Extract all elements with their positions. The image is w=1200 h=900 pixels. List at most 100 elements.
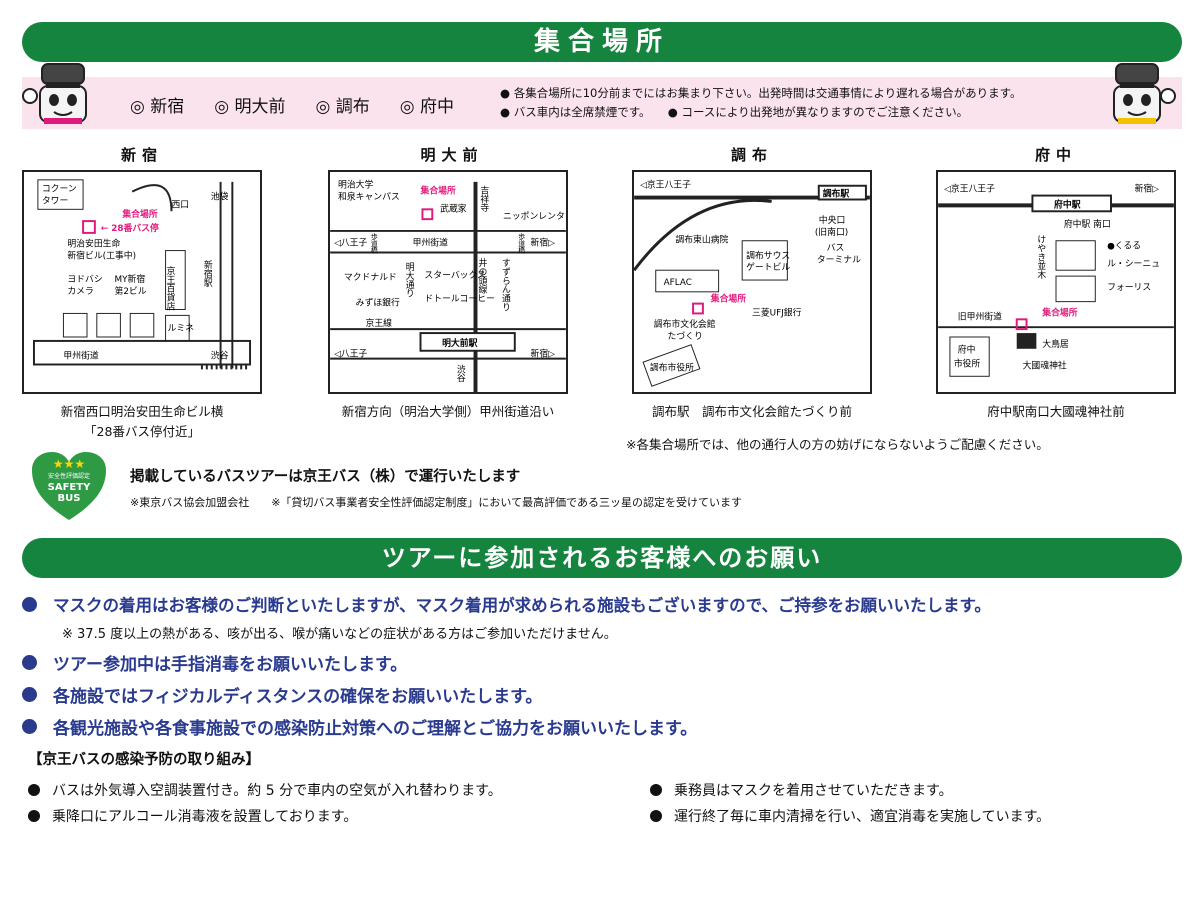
label-central1: 中央口 [819, 214, 846, 226]
bullet-icon [650, 810, 662, 822]
info-bar [22, 77, 1182, 129]
location-shinjuku: ◎ 新宿 [130, 97, 185, 117]
keio-measure-text-1: バスは外気導入空調装置付き。約 5 分で車内の空気が入れ替わります。 [52, 783, 502, 799]
keio-measure-2: 乗務員はマスクを着用させていただきます。 [650, 780, 953, 800]
label-univ1: 明治大学 [338, 179, 373, 191]
request-text-1: マスクの着用はお客様のご判断といたしますが、マスク着用が求められる施設もございま… [53, 596, 991, 615]
bullet-icon [22, 719, 37, 734]
label-musashiya: 武蔵家 [440, 202, 467, 214]
bullet-icon [28, 810, 40, 822]
label-cinema: ル・シーニュ [1107, 259, 1160, 269]
label-nippon: ニッポンレンタカー [503, 211, 566, 222]
top-note-2: ● バス車内は全席禁煙です。 ● コースにより出発地が異なりますのでご注意くださ… [500, 105, 969, 119]
bus-note-2: ※「貸切バス事業者安全性評価認定制度」において最高評価である三ッ星の認定を受けて… [271, 496, 742, 509]
bus-note-1: ※東京バス協会加盟会社 [130, 496, 250, 509]
label-my2: 第2ビル [115, 285, 147, 297]
label-nishiguchi: 西口 [171, 199, 189, 210]
label-koshu: 甲州街道 [413, 237, 448, 249]
map-title-shinjuku: 新宿 [120, 146, 163, 164]
label-shinjuku: 新宿▷ [1135, 183, 1160, 195]
keio-measures-title: 【京王バスの感染予防の取り組み】 [28, 752, 260, 768]
caption-shinjuku: 新宿西口明治安田生命ビル横 「28番バス停付近」 [12, 402, 272, 442]
label-hachioji2: ◁八王子 [334, 349, 367, 360]
map-title-fuchu: 府中 [1034, 146, 1077, 164]
label-suzuran: すずらん通り [500, 258, 510, 311]
request-sub-note: ※ 37.5 度以上の熱がある、咳が出る、喉が痛いなどの症状がある方はご参加いた… [62, 627, 617, 642]
top-notes: ● 各集合場所に10分前までにはお集まり下さい。出発時間は交通事情により遅れる場… [500, 84, 1021, 122]
svg-text:SAFETY: SAFETY [48, 482, 91, 493]
caption-shinjuku-line1: 新宿西口明治安田生命ビル横 [60, 404, 224, 419]
label-hospital: 調布東山病院 [675, 234, 728, 246]
keio-measure-text-2: 乗務員はマスクを着用させていただきます。 [674, 783, 953, 799]
top-note-1: ● 各集合場所に10分前までにはお集まり下さい。出発時間は交通事情により遅れる場… [500, 86, 1022, 100]
label-starbucks: スターバックス [424, 270, 485, 281]
label-my1: MY新宿 [115, 273, 146, 285]
bullet-icon [22, 596, 37, 612]
label-doutor: ドトールコーヒー [424, 294, 494, 305]
label-keio-line: 京王線 [366, 317, 393, 329]
request-text-3: 各施設ではフィジカルディスタンスの確保をお願いいたします。 [53, 687, 543, 707]
label-station: 府中駅 [1054, 198, 1081, 210]
safety-bus-badge-icon: ★★★ 安全性評価認定 SAFETY BUS [32, 452, 106, 520]
caption-shinjuku-line2: 「28番バス停付近」 [84, 424, 200, 439]
label-busstop: ← 28番バス停 [101, 222, 159, 234]
label-shibuya: 渋谷 [455, 363, 465, 383]
label-meeting: 集合場所 [710, 293, 746, 305]
map-chofu: ◁京王八王子 調布駅 調布東山病院 中央口 (旧南口) バス ターミナル 調布サ… [632, 170, 872, 394]
label-bunka2: たづくり [668, 331, 703, 342]
label-torii: 大鳥居 [1042, 338, 1069, 350]
label-keio-dept: 京王百貨店 [165, 265, 175, 311]
label-tower: タワー [42, 195, 69, 206]
svg-text:★★★: ★★★ [53, 457, 85, 471]
bus-operator-text: 掲載しているバスツアーは京王バス（株）で運行いたします [130, 469, 521, 485]
label-shrine: 大國魂神社 [1023, 359, 1067, 371]
label-ufj: 三菱UFJ銀行 [752, 306, 802, 318]
caption-fuchu: 府中駅南口大國魂神社前 [987, 404, 1125, 419]
label-central2: (旧南口) [815, 226, 848, 238]
request-text-2: ツアー参加中は手指消毒をお願いいたします。 [53, 655, 408, 675]
label-station: 調布駅 [823, 188, 850, 200]
label-terminal1: バス [827, 243, 845, 254]
label-bunka1: 調布市文化会館 [654, 318, 716, 330]
label-meeting: 集合場所 [1041, 306, 1077, 318]
label-yodo1: ヨドバシ [67, 274, 102, 285]
location-chofu: ◎ 調布 [315, 97, 370, 117]
label-kururu: ●くるる [1107, 241, 1141, 252]
label-shibuya: 渋谷 [211, 350, 229, 362]
passerby-note: ※各集合場所では、他の通行人の方の妨げにならないようご配慮ください。 [626, 437, 1049, 452]
label-lumine: ルミネ [168, 323, 195, 334]
label-south2: ゲートビル [746, 261, 790, 273]
map-title-meidaimae: 明大前 [420, 146, 484, 164]
label-meidai-dori: 明大通り [404, 262, 414, 298]
label-hachioji: ◁京王八王子 [944, 183, 995, 195]
location-list: ◎ 新宿 ◎ 明大前 ◎ 調布 ◎ 府中 [130, 92, 454, 117]
request-item-3: 各施設ではフィジカルディスタンスの確保をお願いいたします。 [22, 682, 542, 707]
request-text-4: 各観光施設や各食事施設での感染防止対策へのご理解とご協力をお願いいたします。 [53, 719, 698, 739]
request-item-1: マスクの着用はお客様のご判断といたしますが、マスク着用が求められる施設もございま… [22, 592, 991, 616]
map-meidaimae: 明治大学 和泉キャンパス 集合場所 吉祥寺 武蔵家 ニッポンレンタカー ◁八王子… [328, 170, 568, 394]
label-kichijoji: 吉祥寺 [478, 186, 488, 213]
label-terminal2: ターミナル [817, 254, 861, 265]
caption-chofu: 調布駅 調布市文化会館たづくり前 [651, 404, 852, 419]
requests-banner: ツアーに参加されるお客様へのお願い [22, 538, 1182, 578]
map-title-chofu: 調布 [730, 146, 773, 164]
label-koshu: 甲州街道 [63, 350, 98, 362]
label-meiji2: 新宿ビル(工事中) [67, 249, 136, 261]
label-meiji1: 明治安田生命 [67, 238, 120, 250]
mascot-left-icon [22, 63, 87, 124]
label-shinjuku: 新宿▷ [531, 237, 556, 249]
label-univ2: 和泉キャンパス [338, 191, 400, 203]
label-station: 明大前駅 [442, 337, 477, 349]
label-hodo1: 歩道橋 [369, 232, 377, 255]
label-mcd: マクドナルド [344, 272, 397, 283]
label-aflac: AFLAC [664, 278, 692, 288]
label-city1: 府中 [958, 344, 976, 356]
bullet-icon [28, 784, 40, 796]
label-meeting: 集合場所 [420, 185, 456, 197]
label-city2: 市役所 [954, 357, 981, 369]
bullet-icon [22, 687, 37, 702]
keio-measure-text-3: 乗降口にアルコール消毒液を設置しております。 [52, 809, 358, 825]
keio-measure-3: 乗降口にアルコール消毒液を設置しております。 [28, 806, 357, 826]
svg-text:安全性評価認定: 安全性評価認定 [48, 472, 90, 480]
request-item-2: ツアー参加中は手指消毒をお願いいたします。 [22, 650, 407, 675]
